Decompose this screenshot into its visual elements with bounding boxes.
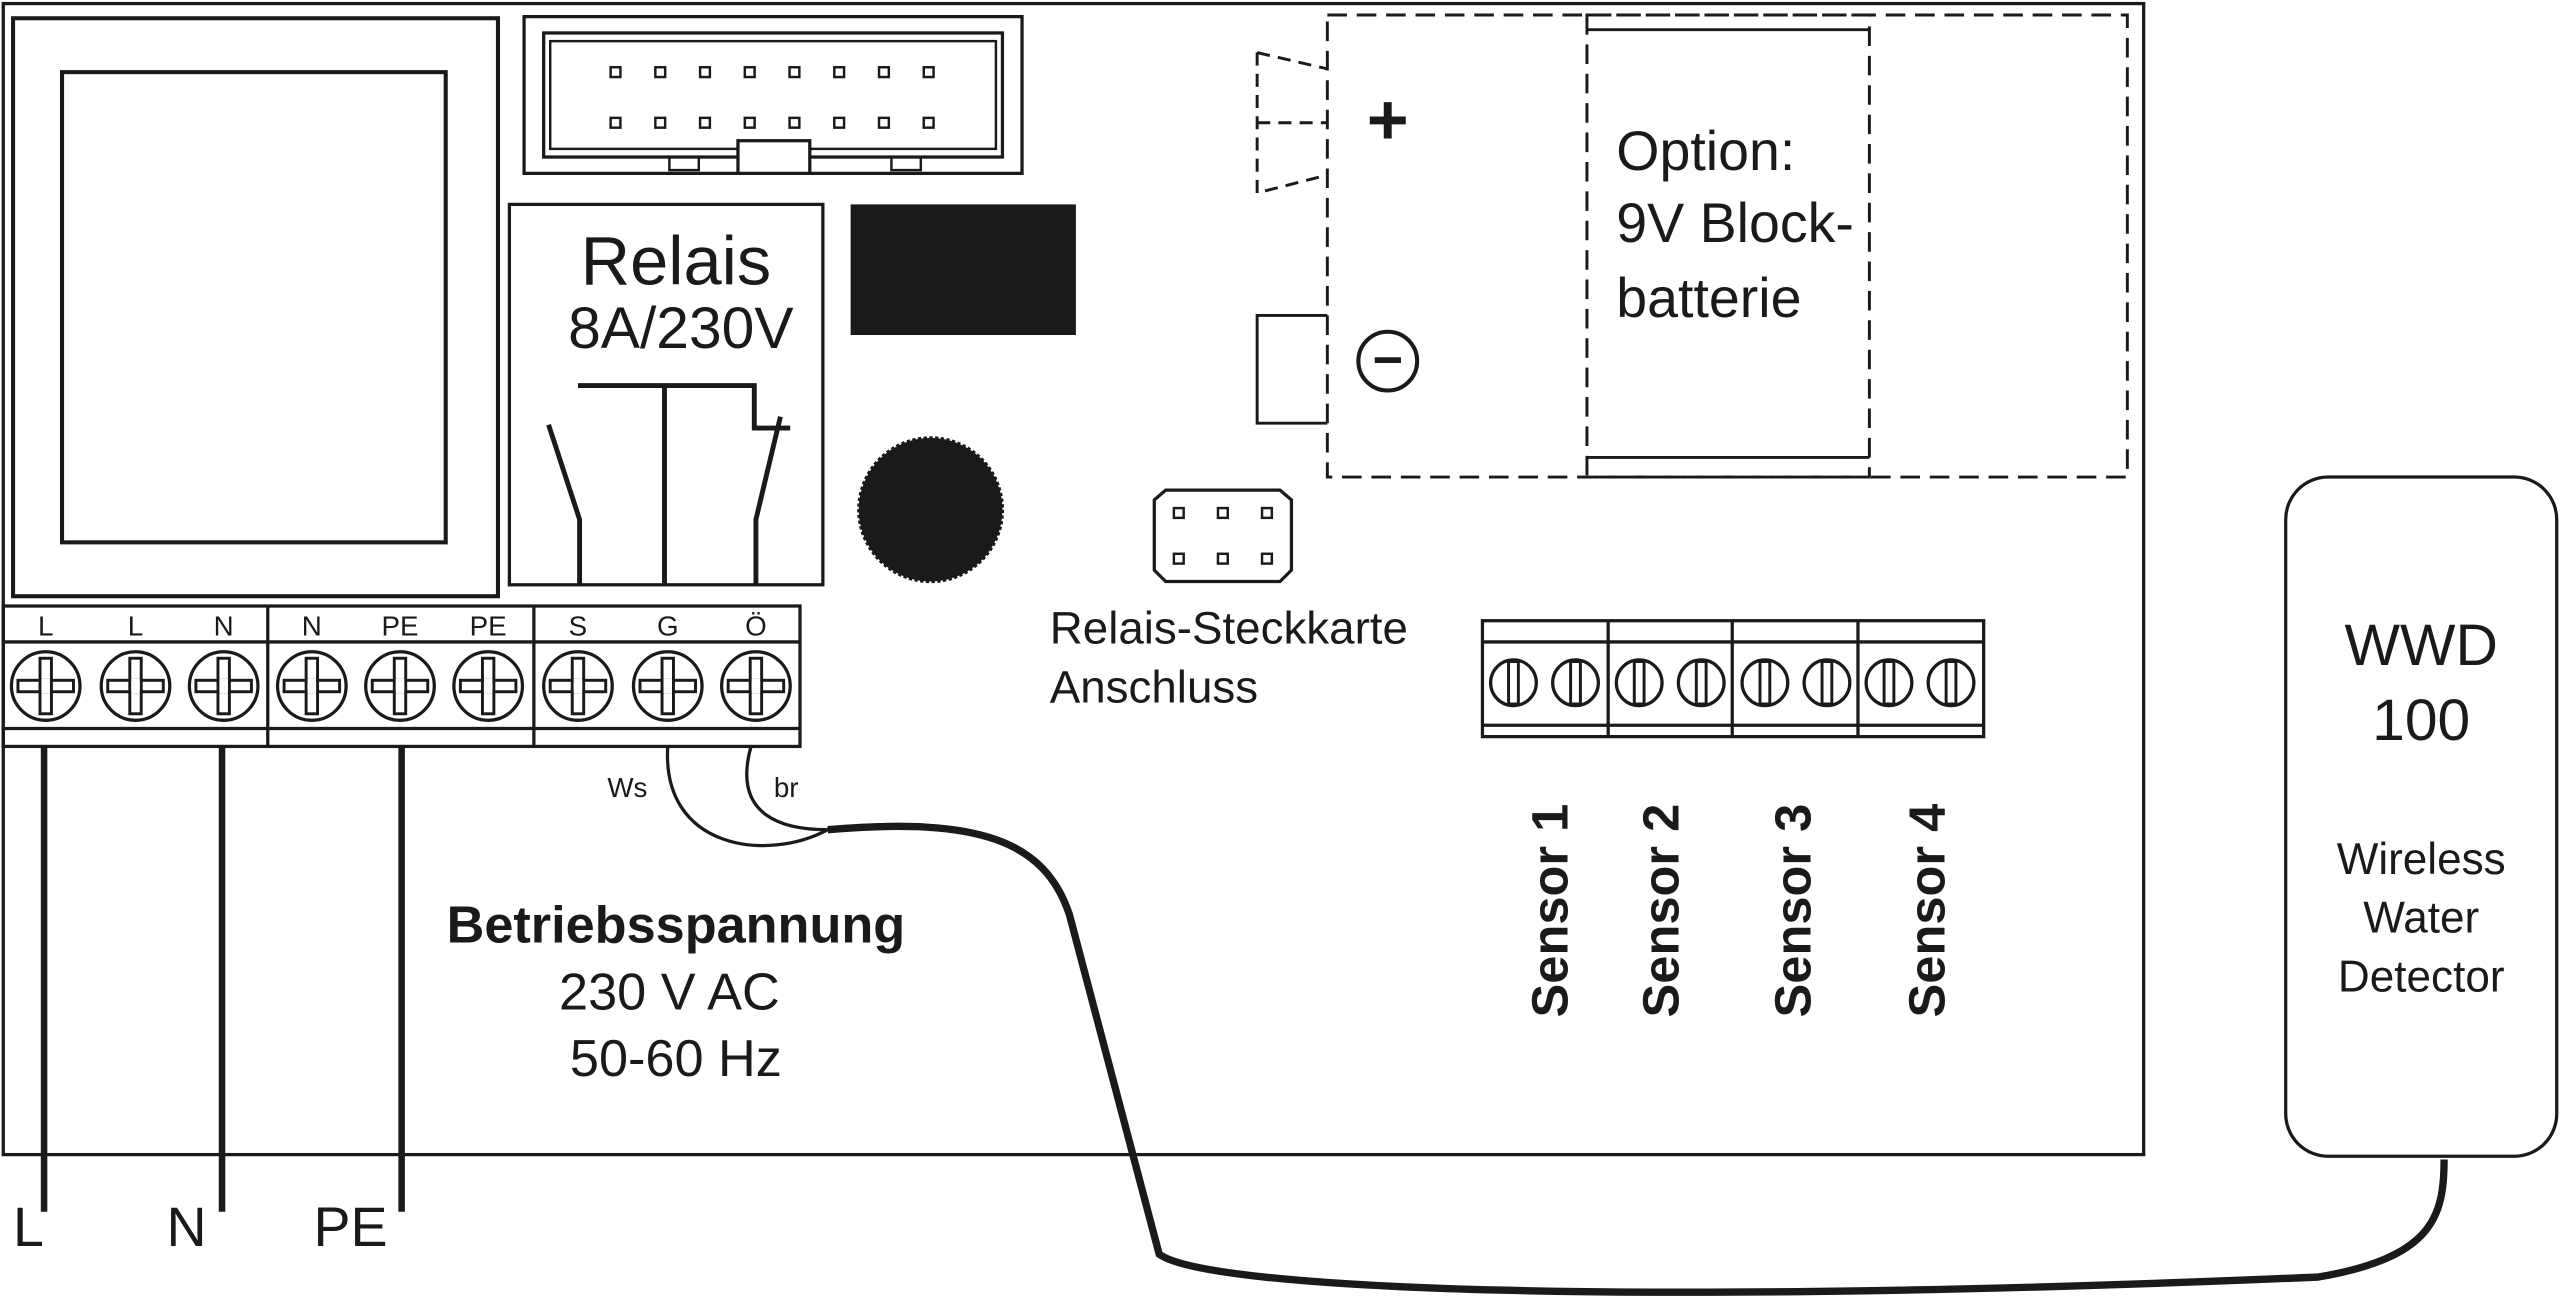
ribbon-pin: [833, 116, 846, 129]
relay-card-pin: [1172, 552, 1185, 565]
sensor-terminal-screw: [1740, 658, 1790, 708]
battery-minus-label: −: [1372, 331, 1403, 389]
terminal-screw: [720, 650, 792, 722]
terminal-label: S: [569, 610, 588, 641]
sensor-terminal-screw: [1864, 658, 1914, 708]
detector-desc-2: Water: [2363, 894, 2479, 943]
ribbon-pin: [654, 116, 667, 129]
supply-voltage: 230 V AC: [559, 963, 780, 1021]
ribbon-connector: [522, 15, 1024, 175]
detector-desc-3: Detector: [2338, 952, 2505, 1001]
battery-type-label-2: batterie: [1616, 267, 1801, 329]
wire-label-brown: br: [774, 772, 799, 803]
terminal-screw: [631, 650, 704, 722]
black-component: [850, 204, 1076, 335]
sensor-label: Sensor 2: [1632, 804, 1689, 1018]
ribbon-pin: [698, 116, 712, 129]
sensor-terminal-screw: [1676, 658, 1726, 708]
battery-type-label: 9V Block-: [1616, 192, 1854, 254]
ribbon-pin: [922, 66, 935, 79]
relay-title: Relais: [581, 222, 772, 299]
terminal-screw: [9, 650, 82, 722]
sensor-cable: [666, 745, 2448, 1296]
terminal-label: PE: [381, 610, 418, 641]
ribbon-pin: [743, 66, 756, 79]
relay-card-label: Relais-Steckkarte: [1050, 603, 1408, 654]
battery-plus-label: +: [1367, 80, 1409, 160]
battery-minus-circle: [1356, 329, 1420, 393]
sensor-terminal-screw: [1614, 658, 1664, 708]
ribbon-pin: [877, 116, 891, 129]
relay-card-connector: [1152, 488, 1294, 584]
battery-option-label: Option:: [1616, 120, 1795, 182]
relay-card-pin: [1172, 506, 1185, 520]
terminal-label: N: [214, 610, 234, 641]
mains-wires: [40, 746, 405, 1212]
terminal-screw: [99, 650, 172, 722]
sensor-terminal-screw: [1802, 658, 1852, 708]
relay-card-pin: [1216, 506, 1229, 520]
detector-model: WWD: [2345, 613, 2498, 678]
terminal-screw: [364, 650, 436, 722]
supply-heading: Betriebsspannung: [447, 896, 906, 954]
terminal-label: PE: [470, 610, 507, 641]
relay-rating: 8A/230V: [568, 296, 793, 361]
detector-model-number: 100: [2372, 688, 2470, 753]
wire-label-white: Ws: [607, 772, 647, 803]
terminal-screw: [187, 650, 260, 722]
sensor-terminal-block: [1480, 619, 1986, 739]
relay-card-pin: [1260, 552, 1274, 565]
sensor-label: Sensor 1: [1521, 804, 1578, 1018]
sensor-terminal-screw: [1488, 658, 1538, 708]
terminal-screw: [542, 650, 614, 722]
buzzer: [857, 436, 1005, 584]
terminal-screw: [452, 650, 525, 722]
sensor-terminal-screw: [1551, 658, 1600, 708]
relay-card-pin: [1260, 506, 1274, 520]
ribbon-pin: [609, 116, 622, 129]
ribbon-pin: [922, 116, 935, 129]
terminal-label: N: [302, 610, 322, 641]
circuit-board: [1, 1, 2146, 1157]
mains-label-pe: PE: [313, 1196, 387, 1258]
relay: Relais 8A/230V: [507, 202, 825, 587]
relay-card-label-2: Anschluss: [1050, 661, 1258, 712]
detector-desc-1: Wireless: [2337, 835, 2506, 884]
terminal-label: Ö: [745, 610, 767, 641]
sensor-label: Sensor 4: [1898, 804, 1955, 1018]
ribbon-pin: [788, 116, 801, 129]
terminal-screw: [275, 650, 348, 722]
supply-frequency: 50-60 Hz: [570, 1030, 782, 1088]
wireless-water-detector: WWD 100 Wireless Water Detector: [2284, 475, 2559, 1158]
transformer: [11, 16, 500, 599]
ribbon-pin: [654, 66, 667, 79]
main-terminal-block: L L N N PE PE S G Ö: [1, 604, 802, 749]
terminal-label: L: [128, 610, 143, 641]
ribbon-pin: [743, 116, 756, 129]
terminal-label: G: [657, 610, 679, 641]
ribbon-pin: [609, 66, 622, 79]
ribbon-pin: [788, 66, 801, 79]
battery-holder: [1255, 13, 2129, 479]
mains-label-l: L: [13, 1196, 44, 1258]
ribbon-pin: [698, 66, 712, 79]
ribbon-pin: [833, 66, 846, 79]
sensor-label: Sensor 3: [1765, 804, 1822, 1018]
mains-label-n: N: [167, 1196, 207, 1258]
sensor-terminal-screw: [1926, 658, 1976, 708]
terminal-label: L: [38, 610, 53, 641]
relay-card-pin: [1216, 552, 1229, 565]
ribbon-pin: [877, 66, 891, 79]
